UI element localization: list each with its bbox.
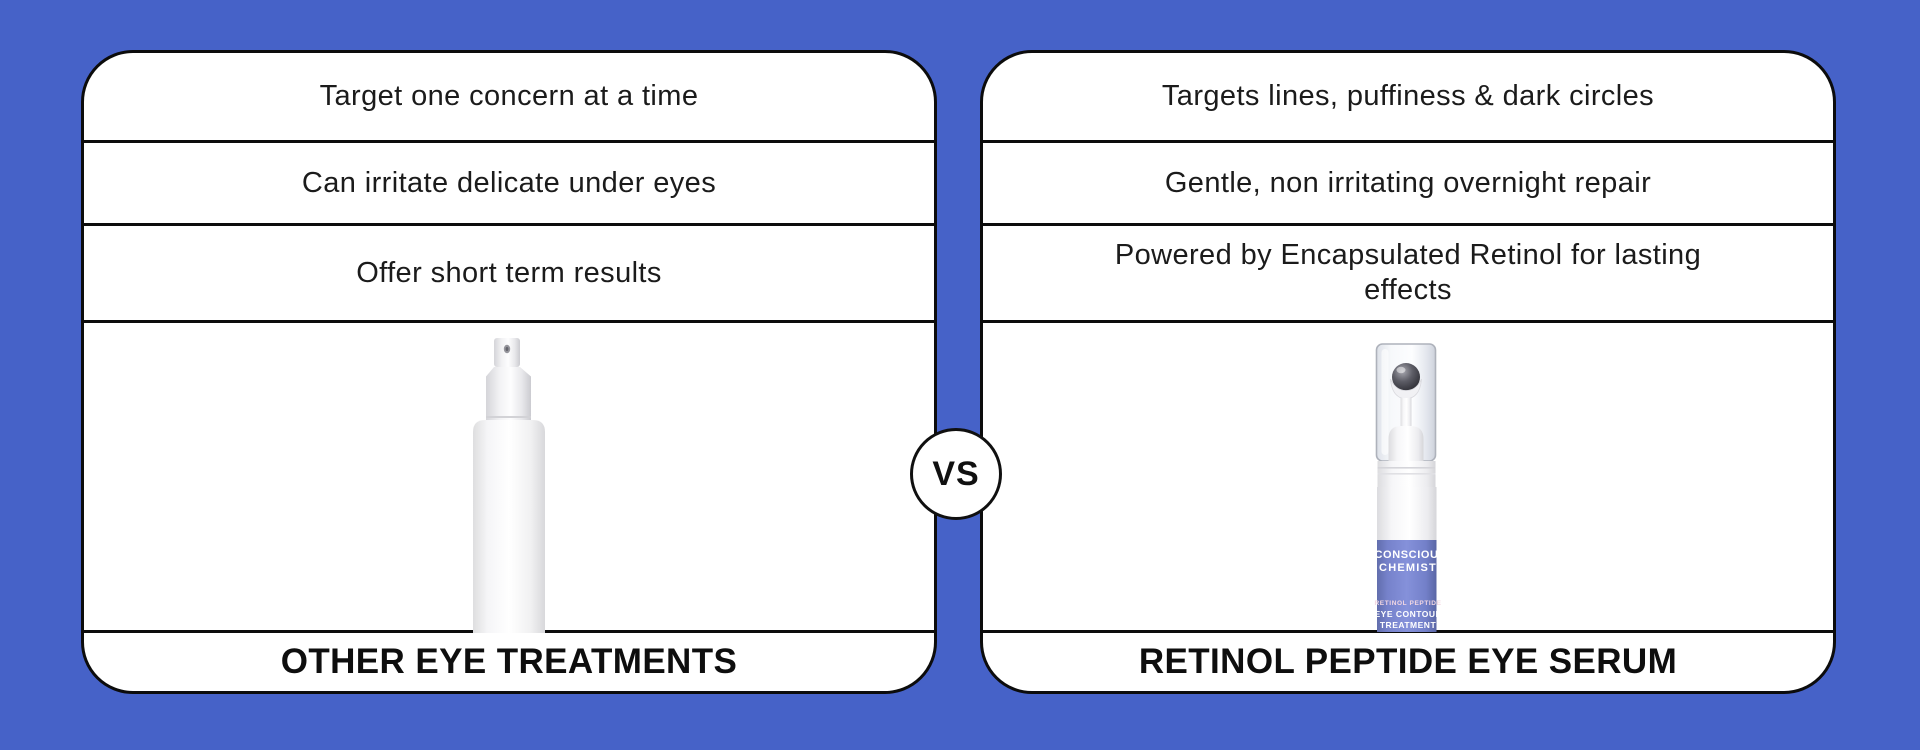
- right-benefit-row-1: Targets lines, puffiness & dark circles: [983, 53, 1833, 140]
- left-benefit-row-3: Offer short term results: [84, 223, 934, 320]
- spray-bottle-icon: [473, 338, 545, 633]
- spray-bottle-image: [471, 338, 547, 633]
- right-benefit-row-2: Gentle, non irritating overnight repair: [983, 140, 1833, 223]
- left-benefit-text-1: Target one concern at a time: [319, 80, 699, 112]
- tube-brand-line-1: CONSCIOUS°: [1374, 549, 1452, 561]
- tube-label-line-2: EYE CONTOUR: [1374, 609, 1443, 619]
- tube-label-line-3: TREATMENT: [1379, 620, 1437, 630]
- right-benefit-row-3: Powered by Encapsulated Retinol for last…: [983, 223, 1833, 320]
- right-card-title-row: RETINOL PEPTIDE EYE SERUM: [983, 630, 1833, 691]
- left-benefit-row-2: Can irritate delicate under eyes: [84, 140, 934, 223]
- card-retinol-peptide-eye-serum: Targets lines, puffiness & dark circles …: [980, 50, 1836, 694]
- card-other-eye-treatments: Target one concern at a time Can irritat…: [81, 50, 937, 694]
- tube-brand-line-2: CHEMIST: [1379, 562, 1437, 574]
- right-benefit-text-2: Gentle, non irritating overnight repair: [1164, 166, 1652, 199]
- right-benefit-text-1: Targets lines, puffiness & dark circles: [1161, 80, 1655, 112]
- left-benefit-text-3: Offer short term results: [356, 256, 662, 289]
- vs-label: VS: [932, 454, 980, 493]
- right-benefit-text-3: Powered by Encapsulated Retinol for last…: [1114, 239, 1702, 306]
- retinol-serum-roller-tube-image: CONSCIOUS° CHEMIST RETINOL PEPTIDE EYE C…: [1374, 343, 1452, 632]
- left-product-row: [84, 320, 934, 633]
- right-product-row: CONSCIOUS° CHEMIST RETINOL PEPTIDE EYE C…: [983, 320, 1833, 632]
- left-benefit-row-1: Target one concern at a time: [84, 53, 934, 140]
- left-benefit-text-2: Can irritate delicate under eyes: [301, 166, 717, 199]
- left-card-title: OTHER EYE TREATMENTS: [280, 642, 738, 681]
- right-card-title: RETINOL PEPTIDE EYE SERUM: [1138, 642, 1678, 681]
- tube-label-line-1: RETINOL PEPTIDE: [1374, 600, 1442, 607]
- left-card-title-row: OTHER EYE TREATMENTS: [84, 630, 934, 691]
- vs-circle-badge: VS: [910, 428, 1002, 520]
- eye-serum-tube-icon: [1375, 343, 1437, 632]
